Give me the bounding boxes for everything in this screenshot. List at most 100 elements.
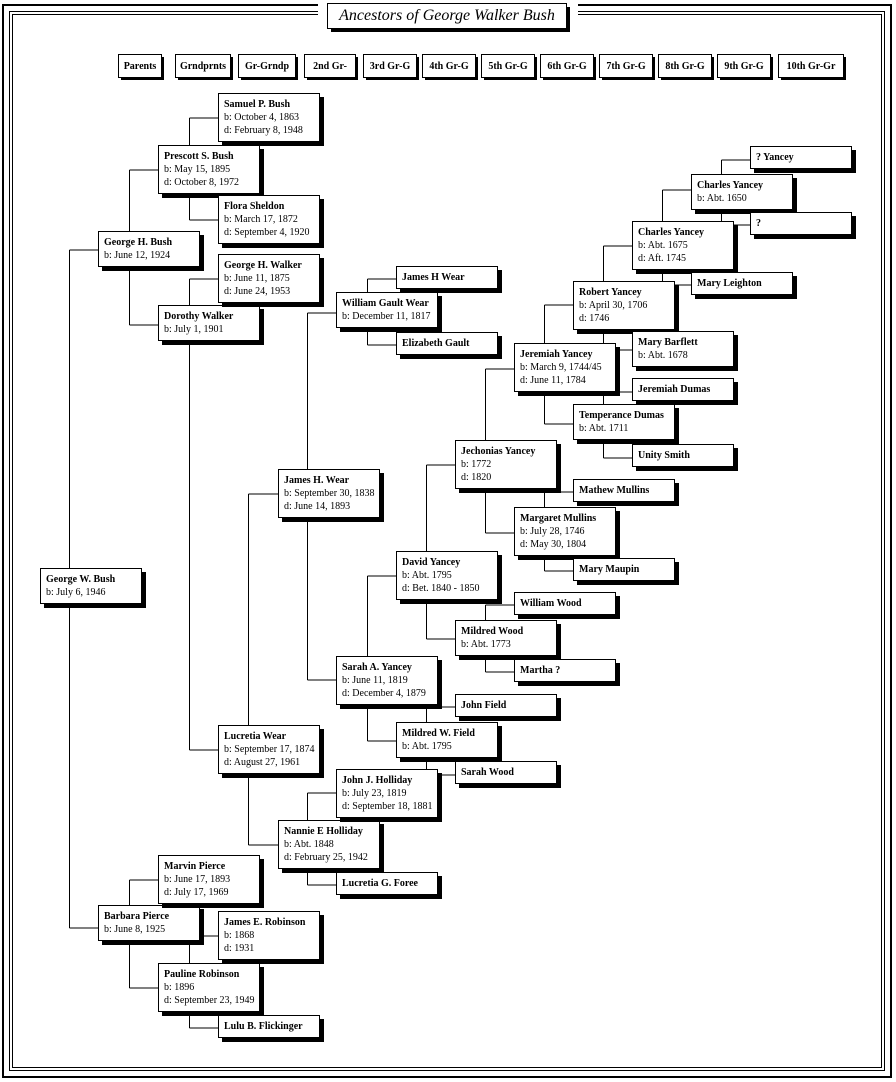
person-box-jd[interactable]: Jeremiah Dumas xyxy=(632,378,738,405)
person-box-sy[interactable]: Sarah A. Yancey b: June 11, 1819 d: Decemb… xyxy=(336,656,442,709)
person-name: Margaret Mullins xyxy=(520,513,597,524)
person-box-jhw2[interactable]: James H Wear xyxy=(396,266,502,293)
person-name: Mildred W. Field xyxy=(402,728,475,739)
death-date: d: 1746 xyxy=(579,313,610,324)
birth-date: b: July 23, 1819 xyxy=(342,788,407,799)
person-box-lgf[interactable]: Lucretia G. Foree xyxy=(336,872,442,899)
person-box-ww[interactable]: William Wood xyxy=(514,592,620,619)
person-box-ml[interactable]: Mary Leighton xyxy=(691,272,797,299)
birth-date: b: 1868 xyxy=(224,930,255,941)
person-name: Charles Yancey xyxy=(697,180,764,191)
person-box-eg[interactable]: Elizabeth Gault xyxy=(396,332,502,359)
birth-date: b: Abt. 1795 xyxy=(402,570,452,581)
person-box-mam[interactable]: Mathew Mullins xyxy=(573,479,679,506)
person-name: Sarah A. Yancey xyxy=(342,662,412,673)
page-title: Ancestors of George Walker Bush xyxy=(327,3,570,32)
person-name: ? xyxy=(756,218,761,229)
death-date: d: February 8, 1948 xyxy=(224,125,303,136)
person-box-ghb[interactable]: George H. Bush b: June 12, 1924 xyxy=(98,231,204,271)
person-box-lbf[interactable]: Lulu B. Flickinger xyxy=(218,1015,324,1042)
birth-date: b: June 12, 1924 xyxy=(104,250,171,261)
person-box-qy[interactable]: ? Yancey xyxy=(750,146,856,173)
birth-date: b: May 15, 1895 xyxy=(164,164,231,175)
person-name: Prescott S. Bush xyxy=(164,151,234,162)
person-box-ma[interactable]: Martha ? xyxy=(514,659,620,686)
person-name: George H. Bush xyxy=(104,237,173,248)
person-box-dy[interactable]: David Yancey b: Abt. 1795 d: Bet. 1840 - 1… xyxy=(396,551,502,604)
person-name: William Gault Wear xyxy=(342,298,429,309)
person-box-fs[interactable]: Flora Sheldon b: March 17, 1872 d: Septemb… xyxy=(218,195,324,248)
death-date: d: December 4, 1879 xyxy=(342,688,426,699)
person-name: James H. Wear xyxy=(284,475,350,486)
birth-date: b: Abt. 1773 xyxy=(461,639,511,650)
person-name: Mildred Wood xyxy=(461,626,524,637)
birth-date: b: 1896 xyxy=(164,982,195,993)
person-name: Martha ? xyxy=(520,665,561,676)
person-box-sw[interactable]: Sarah Wood xyxy=(455,761,561,788)
person-name: James E. Robinson xyxy=(224,917,306,928)
birth-date: b: September 30, 1838 xyxy=(284,488,375,499)
person-name: Lucretia G. Foree xyxy=(342,878,418,889)
birth-date: b: December 11, 1817 xyxy=(342,311,431,322)
generation-button-4[interactable]: 2nd Gr- xyxy=(304,54,358,80)
death-date: d: June 11, 1784 xyxy=(520,375,586,386)
person-name: David Yancey xyxy=(402,557,461,568)
person-box-qq[interactable]: ? xyxy=(750,212,856,239)
person-name: Elizabeth Gault xyxy=(402,338,470,349)
person-box-us[interactable]: Unity Smith xyxy=(632,444,738,471)
person-name: Lucretia Wear xyxy=(224,731,287,742)
person-box-jf[interactable]: John Field xyxy=(455,694,561,721)
death-date: d: October 8, 1972 xyxy=(164,177,239,188)
birth-date: b: July 1, 1901 xyxy=(164,324,224,335)
person-box-mw[interactable]: Mildred Wood b: Abt. 1773 xyxy=(455,620,561,660)
person-name: George H. Walker xyxy=(224,260,302,271)
person-name: James H Wear xyxy=(402,272,465,283)
birth-date: b: June 17, 1893 xyxy=(164,874,231,885)
person-name: Unity Smith xyxy=(638,450,690,461)
birth-date: b: July 6, 1946 xyxy=(46,587,106,598)
death-date: d: 1931 xyxy=(224,943,255,954)
birth-date: b: March 17, 1872 xyxy=(224,214,298,225)
death-date: d: September 4, 1920 xyxy=(224,227,310,238)
death-date: d: February 25, 1942 xyxy=(284,852,368,863)
person-name: Samuel P. Bush xyxy=(224,99,291,110)
death-date: d: Bet. 1840 - 1850 xyxy=(402,583,480,594)
person-name: Jechonias Yancey xyxy=(461,446,536,457)
person-name: Robert Yancey xyxy=(579,287,642,298)
person-name: Mathew Mullins xyxy=(579,485,650,496)
person-name: Lulu B. Flickinger xyxy=(224,1021,303,1032)
person-box-jer[interactable]: James E. Robinson b: 1868 d: 1931 xyxy=(218,911,324,964)
person-box-wgw[interactable]: William Gault Wear b: December 11, 1817 xyxy=(336,292,442,332)
generation-button-10[interactable]: 8th Gr-G xyxy=(658,54,714,80)
person-name: John J. Holliday xyxy=(342,775,413,786)
person-box-psb[interactable]: Prescott S. Bush b: May 15, 1895 d: Octobe… xyxy=(158,145,264,198)
person-name: Sarah Wood xyxy=(461,767,514,778)
birth-date: b: June 11, 1819 xyxy=(342,675,408,686)
person-name: William Wood xyxy=(520,598,582,609)
person-name: Flora Sheldon xyxy=(224,201,285,212)
death-date: d: 1820 xyxy=(461,472,492,483)
person-box-mmp[interactable]: Mary Maupin xyxy=(573,558,679,585)
death-date: d: July 17, 1969 xyxy=(164,887,229,898)
person-name: Mary Leighton xyxy=(697,278,762,289)
